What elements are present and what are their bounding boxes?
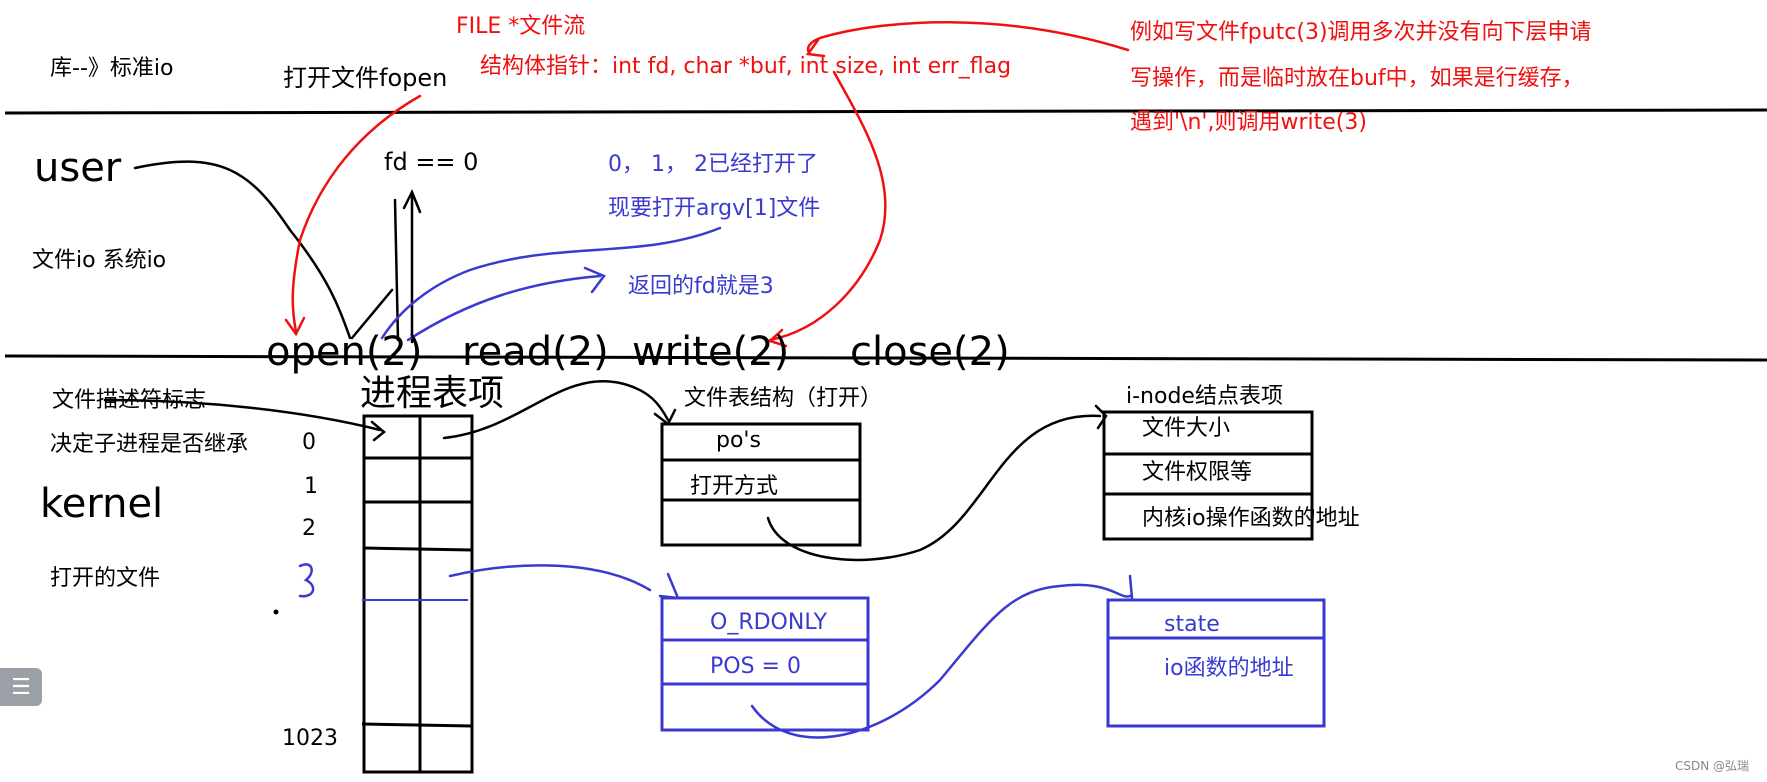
file-entry-to-inode-entry-arrow	[750, 574, 1134, 739]
lib-label: 库--》标准io	[50, 56, 174, 81]
inode-title: i-node结点表项	[1126, 384, 1283, 409]
list-icon: ☰	[11, 674, 31, 700]
fd-index-2: 2	[302, 516, 316, 541]
kernel-label: kernel	[40, 481, 164, 527]
syscall-write: write(2)	[632, 329, 790, 375]
fd-index-0: 0	[302, 430, 316, 455]
file-table-title: 文件表结构（打开）	[684, 386, 883, 411]
red-arrows	[284, 21, 1130, 348]
black-arrows	[103, 160, 1108, 562]
open-tick	[350, 288, 394, 340]
file-table-row-pos: po's	[716, 428, 761, 453]
syscall-close: close(2)	[850, 329, 1010, 375]
process-table-title: 进程表项	[360, 373, 505, 414]
note-line-1: 例如写文件fputc(3)调用多次并没有向下层申请	[1130, 20, 1592, 45]
inode-row-size: 文件大小	[1142, 416, 1231, 441]
return-fd-note: 返回的fd就是3	[628, 274, 774, 299]
note-to-buf-arrow	[805, 21, 1130, 58]
file-io-label: 文件io 系统io	[32, 248, 167, 273]
fd3-squiggle	[298, 563, 315, 598]
fd0-to-file-table-arrow	[442, 380, 677, 440]
blue-arrows	[298, 226, 1134, 739]
file-entry-table	[660, 596, 870, 732]
separator-bottom	[4, 354, 1767, 362]
file-table-to-inode-arrow	[766, 404, 1108, 562]
user-to-open-arrow	[133, 160, 352, 340]
stray-dot	[273, 609, 279, 615]
struct-pointer-label: 结构体指针：int fd, char *buf, int size, int e…	[480, 54, 1012, 79]
syscall-read: read(2)	[462, 329, 609, 375]
inode-table	[1102, 410, 1314, 541]
fd-index-1: 1	[304, 474, 318, 499]
fopen-label: 打开文件fopen	[283, 64, 448, 92]
inherit-label: 决定子进程是否继承	[50, 432, 249, 457]
user-label: user	[34, 145, 122, 191]
note-line-3: 遇到'\n',则调用write(3)	[1130, 110, 1367, 135]
buf-to-write-arrow	[767, 70, 887, 348]
note-line-2: 写操作，而是临时放在buf中，如果是行缓存，	[1130, 66, 1584, 91]
argv-note-arrow	[380, 226, 722, 340]
fd-flag-label: 文件描述符标志	[52, 388, 207, 413]
syscall-open: open(2)	[266, 329, 423, 375]
inode-entry-state: state	[1164, 612, 1220, 637]
file-stream-label: FILE *文件流	[456, 14, 586, 39]
inode-entry-table	[1106, 598, 1326, 728]
file-entry-pos: POS = 0	[710, 654, 801, 679]
file-table-row-open-mode: 打开方式	[690, 474, 779, 499]
fd-eq-label: fd == 0	[384, 148, 479, 176]
inode-row-perm: 文件权限等	[1142, 460, 1253, 485]
process-table	[361, 414, 474, 774]
open-note-line-2: 现要打开argv[1]文件	[608, 196, 821, 221]
fd3-to-file-entry-arrow	[448, 564, 680, 600]
return-fd-arrow	[406, 266, 606, 342]
inode-row-func-addr: 内核io操作函数的地址	[1142, 506, 1360, 531]
side-list-button[interactable]: ☰	[0, 668, 42, 706]
open-note-line-1: 0， 1， 2已经打开了	[608, 152, 818, 177]
file-table	[660, 422, 862, 547]
inode-entry-func-addr: io函数的地址	[1164, 656, 1294, 681]
watermark: CSDN @弘瑞	[1674, 759, 1749, 773]
flag-to-fd0-arrow	[103, 398, 386, 442]
file-entry-rdonly: O_RDONLY	[710, 610, 828, 635]
opened-files-label: 打开的文件	[50, 566, 161, 591]
fd-up-arrow	[402, 188, 422, 344]
fd-index-1023: 1023	[282, 726, 338, 751]
separator-top	[4, 108, 1767, 115]
fopen-to-open-arrow	[284, 94, 422, 337]
